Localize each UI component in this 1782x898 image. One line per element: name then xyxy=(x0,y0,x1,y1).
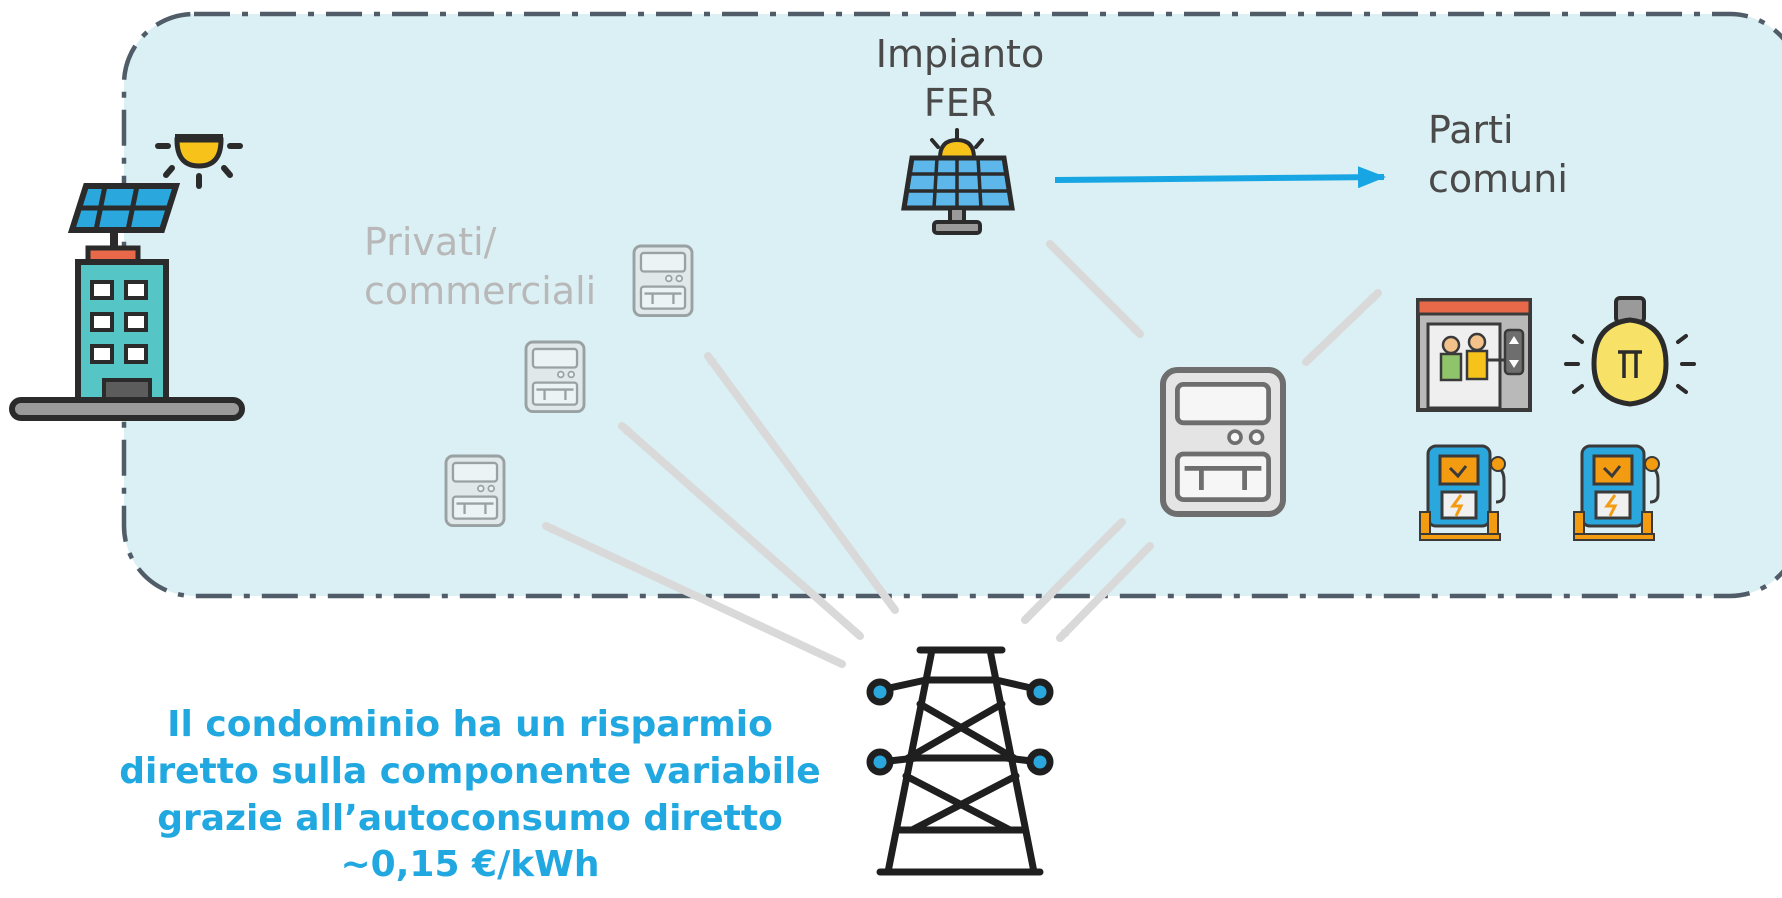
building-solar-icon xyxy=(9,134,245,421)
main-meter-icon xyxy=(1163,370,1283,514)
pylon-icon xyxy=(866,646,1054,876)
arrow-meter-to-grid xyxy=(1056,542,1154,642)
solar-panel-icon xyxy=(901,128,1015,235)
plant-label-line1: Impianto xyxy=(875,32,1045,76)
private-label-line2: commerciali xyxy=(364,269,597,314)
common-parts-label-line2: comuni xyxy=(1428,157,1568,202)
arrow-meter-to-common xyxy=(1302,289,1382,366)
savings-message: Il condominio ha un risparmio diretto su… xyxy=(100,702,840,889)
savings-message-line3: grazie all’autoconsumo diretto xyxy=(157,797,783,839)
elevator-icon xyxy=(1416,298,1532,412)
private-label-line1: Privati/ xyxy=(364,220,497,264)
plant-label-line2: FER xyxy=(923,81,997,126)
savings-message-line1: Il condominio ha un risparmio xyxy=(167,704,773,745)
arrow-grid-to-private-2 xyxy=(618,422,864,640)
private-label: Privati/ commerciali xyxy=(364,218,596,317)
savings-message-line2: diretto sulla componente variabile xyxy=(119,750,821,792)
condominium-area xyxy=(121,11,1782,599)
savings-message-line4: ~0,15 €/kWh xyxy=(340,844,600,886)
arrow-grid-to-private-3 xyxy=(542,522,846,668)
arrow-grid-to-meter xyxy=(1021,518,1126,624)
common-parts-label: Parti comuni xyxy=(1428,106,1568,205)
arrow-grid-to-private-1 xyxy=(704,352,899,614)
common-parts-label-line1: Parti xyxy=(1428,108,1514,152)
arrow-plant-to-meter xyxy=(1046,240,1144,338)
light-bulb-icon xyxy=(1564,296,1696,407)
plant-label: Impianto FER xyxy=(870,30,1050,129)
arrow-plant-to-common xyxy=(1054,166,1386,189)
